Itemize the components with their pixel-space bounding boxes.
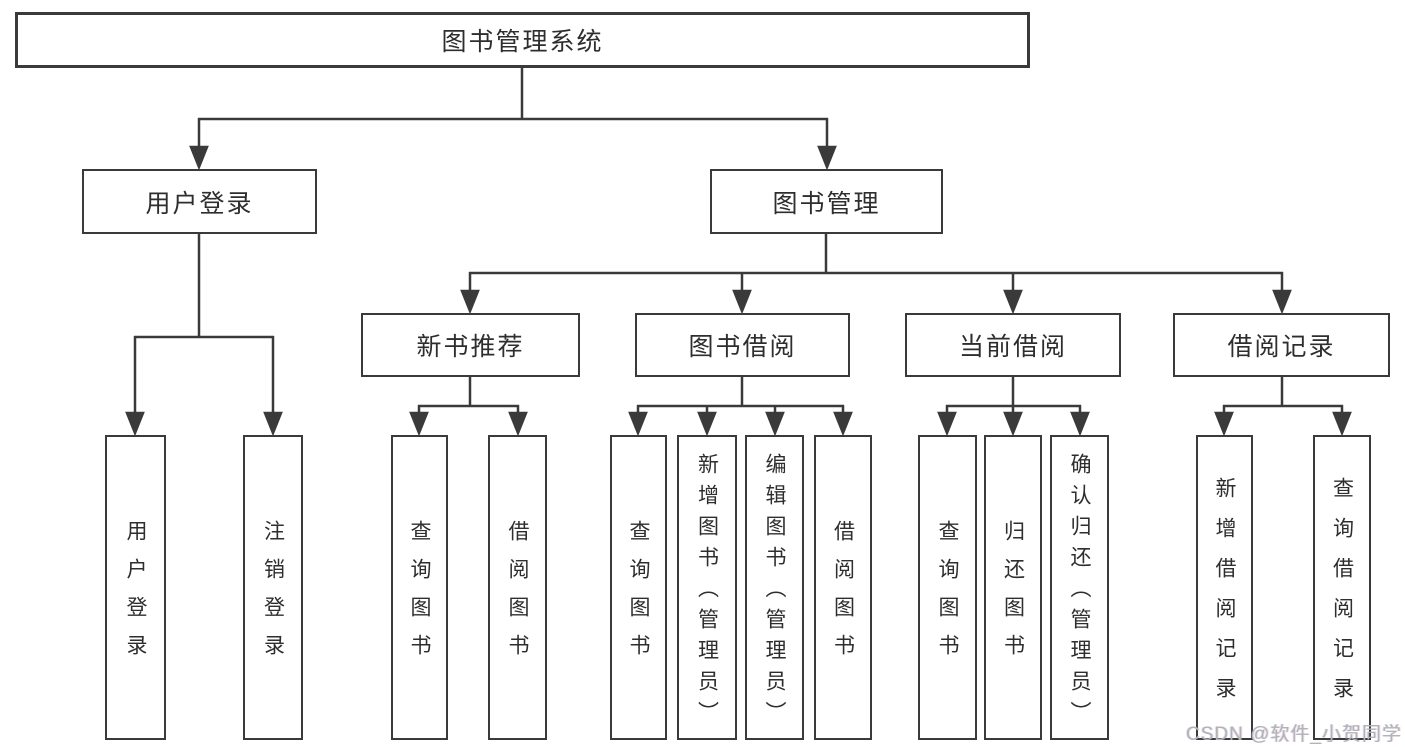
leaf-label: 编辑图书（管理员）: [763, 453, 786, 732]
leaf-label: 查询借阅记录: [1330, 477, 1354, 717]
leaf-add-borrow-record: 新增借阅记录: [1196, 435, 1253, 740]
leaf-borrow-books-recommend: 借阅图书: [488, 435, 547, 740]
leaf-label: 注销登录: [261, 520, 285, 672]
leaf-label: 借阅图书: [506, 520, 529, 672]
leaf-logout: 注销登录: [243, 435, 303, 740]
node-label: 图书管理系统: [441, 28, 604, 56]
node-user-login: 用户登录: [82, 169, 317, 234]
csdn-watermark: CSDN @软件_小贺同学: [1186, 724, 1402, 745]
leaf-query-borrow-record: 查询借阅记录: [1313, 435, 1371, 740]
leaf-label: 查询图书: [627, 520, 650, 672]
leaf-add-book-admin: 新增图书（管理员）: [677, 435, 737, 740]
node-label: 图书管理: [772, 189, 881, 218]
leaf-query-books-current: 查询图书: [918, 435, 977, 740]
node-book-borrowing: 图书借阅: [635, 313, 850, 377]
node-book-management: 图书管理: [710, 169, 943, 234]
node-borrowing-records: 借阅记录: [1173, 313, 1390, 377]
leaf-query-books-recommend: 查询图书: [391, 435, 448, 740]
node-label: 借阅记录: [1227, 333, 1336, 361]
leaf-edit-book-admin: 编辑图书（管理员）: [745, 435, 804, 740]
node-label: 用户登录: [145, 189, 254, 218]
leaf-label: 用户登录: [124, 520, 147, 672]
node-label: 当前借阅: [958, 333, 1067, 361]
leaf-label: 借阅图书: [831, 520, 855, 672]
leaf-label: 确认归还（管理员）: [1068, 453, 1091, 732]
node-current-borrowing: 当前借阅: [905, 313, 1121, 377]
leaf-label: 新增借阅记录: [1213, 477, 1236, 717]
node-label: 图书借阅: [688, 333, 797, 361]
leaf-user-login: 用户登录: [105, 435, 166, 740]
leaf-label: 新增图书（管理员）: [695, 453, 719, 732]
leaf-return-books: 归还图书: [984, 435, 1042, 740]
leaf-label: 归还图书: [1001, 520, 1025, 672]
leaf-confirm-return-admin: 确认归还（管理员）: [1050, 435, 1109, 740]
leaf-query-books-borrow: 查询图书: [610, 435, 667, 740]
node-label: 新书推荐: [416, 333, 525, 361]
leaf-label: 查询图书: [936, 520, 959, 672]
leaf-borrow-books: 借阅图书: [814, 435, 872, 740]
node-library-management-system: 图书管理系统: [15, 12, 1030, 68]
node-new-book-recommend: 新书推荐: [361, 313, 580, 377]
leaf-label: 查询图书: [408, 520, 431, 672]
